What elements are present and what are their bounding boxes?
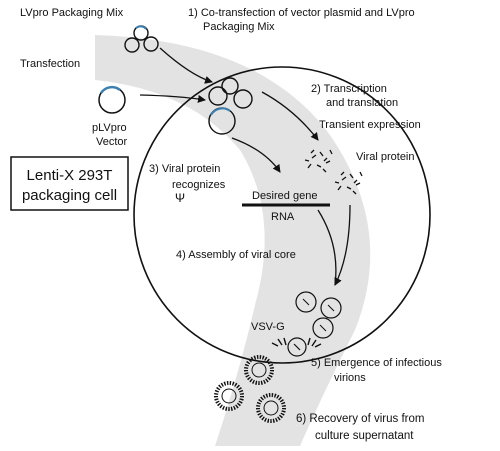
intracellular-plasmids bbox=[208, 77, 253, 135]
label-step2-line1: 2) Transcription bbox=[311, 83, 387, 95]
label-step1-line1: 1) Co-transfection of vector plasmid and… bbox=[188, 7, 415, 19]
process-band bbox=[95, 35, 371, 446]
budding-virion bbox=[271, 337, 322, 357]
label-step4: 4) Assembly of viral core bbox=[176, 249, 296, 261]
label-step5-line2: virions bbox=[334, 372, 366, 384]
label-step2-line2: and translation bbox=[326, 97, 398, 109]
lvpro-mix-plasmids bbox=[124, 25, 159, 53]
label-step6-line2: culture supernatant bbox=[315, 430, 414, 442]
label-plv-vector-line1: pLVpro bbox=[92, 122, 127, 134]
arrow-mix-to-cell bbox=[159, 47, 213, 84]
released-virions bbox=[214, 355, 286, 423]
label-vsvg: VSV-G bbox=[251, 321, 285, 333]
packaging-cell-membrane bbox=[133, 66, 431, 364]
arrow-to-desired-gene bbox=[231, 137, 281, 173]
arrow-transcription bbox=[261, 91, 319, 141]
arrow-gene-to-core bbox=[317, 209, 337, 286]
label-transfection: Transfection bbox=[20, 58, 80, 70]
label-step1-line2: Packaging Mix bbox=[203, 21, 275, 33]
label-step3-line1: 3) Viral protein bbox=[149, 163, 220, 175]
label-plv-vector-line2: Vector bbox=[96, 136, 128, 148]
arrow-vector-to-cell bbox=[139, 94, 206, 103]
process-arrows bbox=[139, 47, 351, 286]
viral-protein-clusters bbox=[304, 149, 363, 195]
plvpro-vector-plasmid bbox=[98, 85, 126, 114]
arrow-assembly bbox=[334, 204, 351, 286]
packaging-cell-label-box: Lenti-X 293T packaging cell bbox=[10, 156, 129, 211]
label-desired-gene: Desired gene bbox=[252, 190, 317, 202]
label-lvpro-mix: LVpro Packaging Mix bbox=[20, 7, 124, 19]
viral-cores bbox=[295, 291, 342, 339]
label-step3-line2: recognizes bbox=[172, 179, 226, 191]
label-transient-expression: Transient expression bbox=[319, 119, 421, 131]
label-psi: Ψ bbox=[175, 191, 185, 205]
label-viral-protein: Viral protein bbox=[356, 151, 415, 163]
label-step5-line1: 5) Emergence of infectious bbox=[311, 357, 442, 369]
label-cell-line1: Lenti-X 293T bbox=[27, 167, 113, 184]
label-step6-line1: 6) Recovery of virus from bbox=[296, 413, 424, 425]
label-rna: RNA bbox=[271, 211, 295, 223]
label-cell-line2: packaging cell bbox=[22, 187, 117, 204]
